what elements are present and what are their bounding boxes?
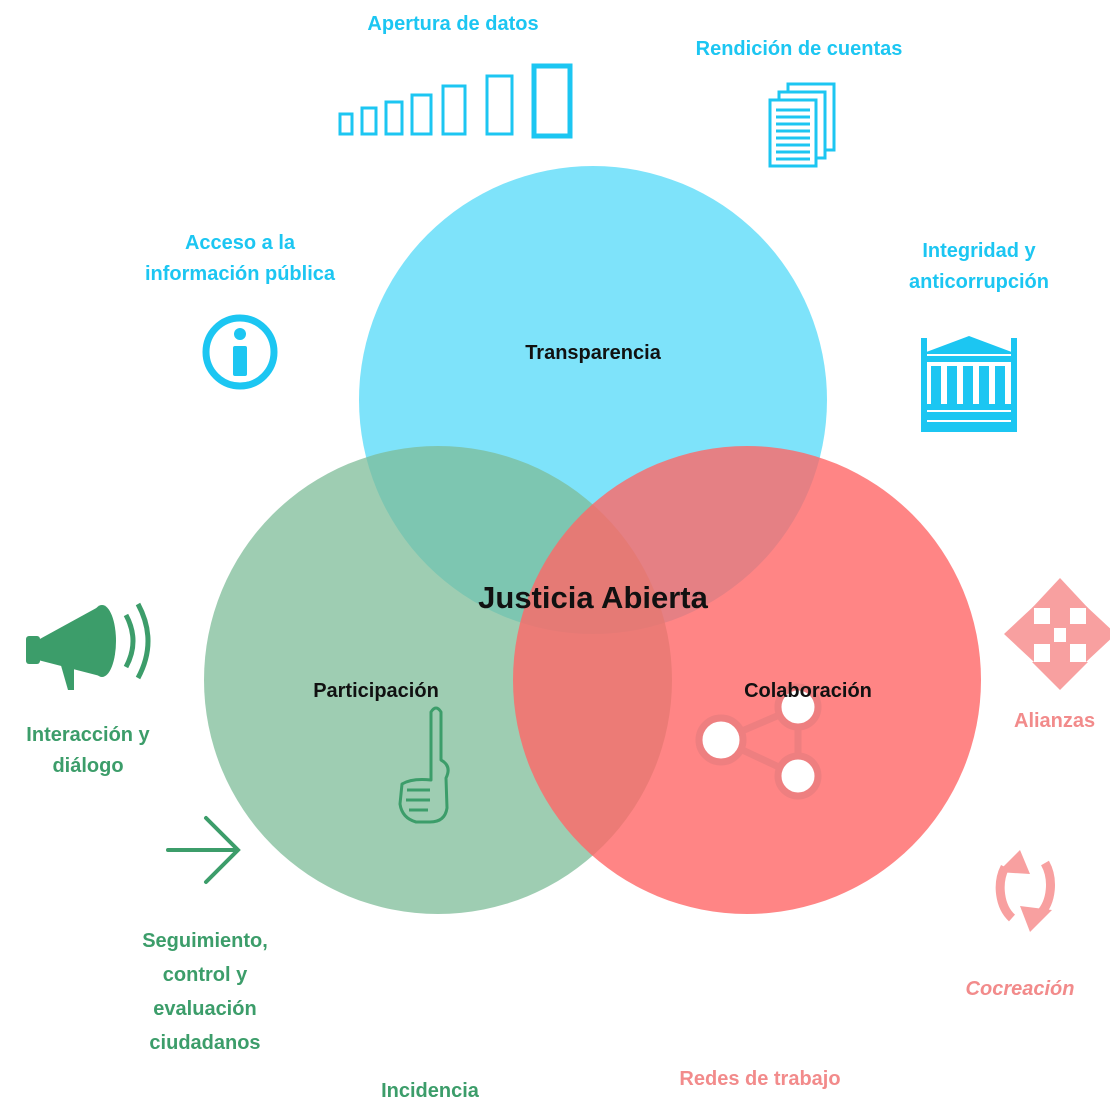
accountability-label: Rendición de cuentas (695, 38, 903, 60)
pointing-hand-icon (398, 706, 450, 824)
followup-line1: Seguimiento, (142, 930, 268, 952)
networks-label: Redes de trabajo (679, 1068, 841, 1090)
collaboration-label: Colaboración (744, 680, 872, 702)
access-info-line1: Acceso a la (184, 232, 296, 254)
followup-line2: control y (162, 964, 248, 986)
integrity-label: Integridad y anticorrupción (849, 236, 1109, 298)
followup-label: Seguimiento, control y evaluación ciudad… (100, 924, 310, 1060)
access-info-line2: información pública (144, 263, 336, 285)
participation-label: Participación (313, 680, 439, 702)
documents-icon (768, 82, 836, 168)
followup-line4: ciudadanos (149, 1032, 261, 1054)
arrow-right-icon (166, 816, 241, 884)
building-icon (921, 336, 1017, 432)
interaction-label: Interacción y diálogo (0, 720, 176, 782)
network-share-icon (695, 683, 822, 800)
center-title: Justicia Abierta (478, 580, 708, 615)
integrity-line1: Integridad y (922, 240, 1036, 262)
interaction-line2: diálogo (52, 755, 124, 777)
interaction-line1: Interacción y (26, 724, 150, 746)
open-data-label: Apertura de datos (367, 13, 539, 35)
integrity-line2: anticorrupción (908, 271, 1049, 293)
access-info-label: Acceso a la información pública (110, 228, 370, 290)
followup-line3: evaluación (153, 998, 257, 1020)
cocreation-label: Cocreación (965, 978, 1075, 1000)
alliance-arrows-icon (1004, 578, 1110, 690)
alliances-label: Alianzas (1014, 710, 1096, 732)
transparency-label: Transparencia (525, 342, 661, 364)
bar-chart-icon (338, 63, 573, 139)
megaphone-icon (26, 602, 151, 690)
collaboration-circle (513, 446, 981, 914)
info-icon (202, 314, 278, 390)
incidence-label: Incidencia (381, 1080, 479, 1102)
refresh-arrowheads (998, 850, 1052, 932)
